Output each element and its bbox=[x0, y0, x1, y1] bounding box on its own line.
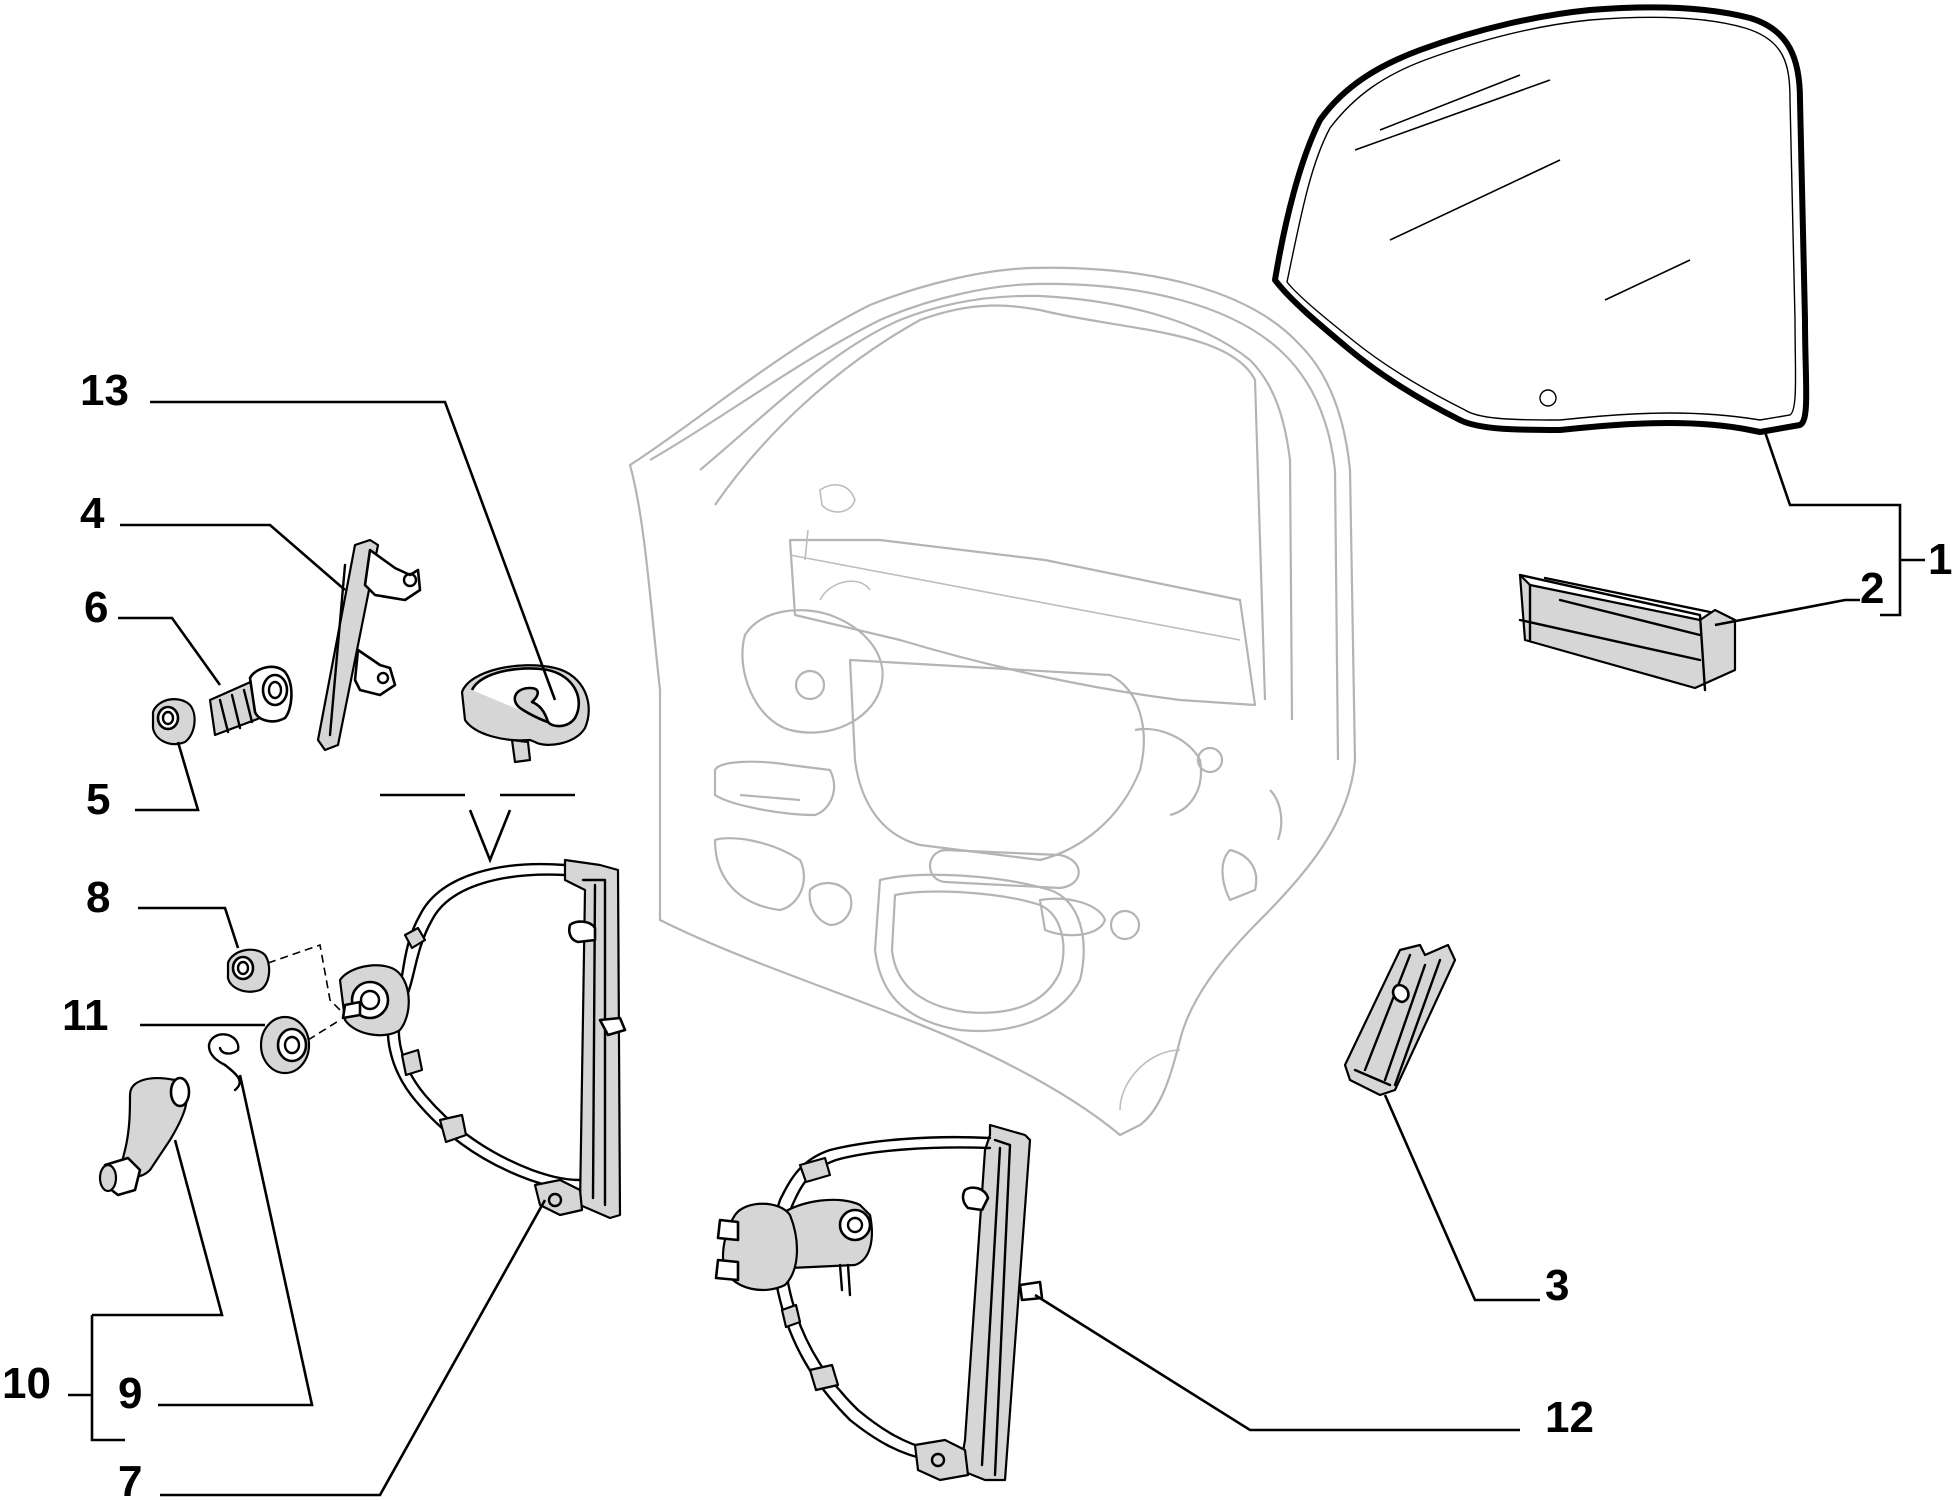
nut-part-8 bbox=[226, 943, 341, 1011]
door-panel-outline bbox=[628, 266, 1357, 1137]
leader-6 bbox=[118, 616, 222, 686]
spring-clip-part-9 bbox=[207, 1033, 241, 1092]
leader-2 bbox=[1714, 598, 1860, 627]
callout-4: 4 bbox=[80, 489, 105, 538]
leader-3 bbox=[1383, 1094, 1540, 1302]
callout-9: 9 bbox=[118, 1369, 142, 1418]
callout-labels: 1 2 3 4 5 6 7 8 9 10 11 12 13 bbox=[2, 366, 1952, 1500]
callout-1: 1 bbox=[1928, 535, 1952, 584]
leader-13 bbox=[150, 400, 557, 701]
leader-5 bbox=[135, 741, 200, 812]
callout-7: 7 bbox=[118, 1457, 142, 1500]
glass-channel bbox=[1518, 573, 1737, 692]
rear-guide-channel bbox=[1343, 943, 1457, 1097]
leader-lines bbox=[68, 400, 1925, 1497]
nut-part-5 bbox=[151, 698, 196, 746]
leader-1-bracket bbox=[1763, 431, 1902, 617]
callout-2: 2 bbox=[1860, 564, 1884, 613]
power-window-regulator bbox=[714, 1123, 1044, 1482]
callout-12: 12 bbox=[1545, 1393, 1594, 1442]
washer-part-11 bbox=[259, 1015, 341, 1075]
regulator-assembly-bracket bbox=[380, 793, 575, 864]
callout-5: 5 bbox=[86, 775, 110, 824]
callout-13: 13 bbox=[80, 366, 129, 415]
callout-6: 6 bbox=[84, 583, 108, 632]
leader-10-bracket bbox=[90, 1315, 125, 1442]
clip-part-13 bbox=[460, 664, 590, 764]
callout-8: 8 bbox=[86, 873, 110, 922]
leader-12 bbox=[1034, 1293, 1520, 1432]
leader-10 bbox=[92, 1139, 224, 1317]
leader-7 bbox=[160, 1199, 547, 1497]
leader-4 bbox=[120, 523, 346, 591]
callout-10: 10 bbox=[2, 1359, 51, 1408]
bolt-part-6 bbox=[208, 665, 293, 737]
callout-11: 11 bbox=[62, 991, 109, 1040]
callout-3: 3 bbox=[1545, 1261, 1569, 1310]
leader-8 bbox=[138, 906, 240, 949]
front-guide-bracket bbox=[316, 538, 422, 752]
door-glass bbox=[1272, 4, 1810, 435]
manual-window-regulator bbox=[338, 858, 627, 1220]
leader-9 bbox=[158, 1074, 314, 1407]
winder-handle-part-10 bbox=[98, 1076, 191, 1197]
